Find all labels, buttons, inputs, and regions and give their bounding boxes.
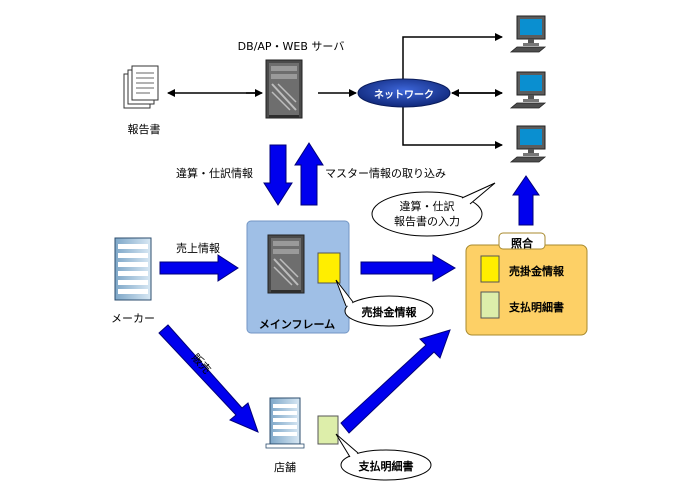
matching-doc-yellow-icon (480, 255, 500, 283)
db-server-icon (265, 59, 303, 119)
pc-middle-icon (510, 71, 546, 109)
store-callout-bubble (340, 449, 432, 481)
down-flow-label: 違算・仕訳情報 (176, 167, 253, 180)
input-callout-bubble (371, 191, 483, 237)
store-doc-icon (317, 415, 339, 445)
maker-building-icon (114, 237, 152, 301)
report-document-icon (123, 65, 159, 109)
up-flow-label: マスター情報の取り込み (325, 167, 446, 180)
mainframe-server-icon (267, 234, 305, 294)
up-arrow-to-server (294, 142, 324, 206)
pc-top-icon (510, 15, 546, 53)
matching-item2-label: 支払明細書 (509, 301, 564, 314)
matching-tab-label: 照合 (511, 237, 533, 250)
server-label: DB/AP・WEB サーバ (237, 40, 345, 53)
up-arrow-to-pc (512, 175, 540, 226)
store-callout-label: 支払明細書 (358, 460, 414, 473)
network-label: ネットワーク (374, 90, 434, 101)
sales-info-arrow (159, 254, 239, 282)
down-arrow-to-mainframe (263, 144, 293, 206)
matching-doc-green-icon (480, 291, 500, 319)
mainframe-to-matching-arrow (360, 254, 456, 282)
network-oval (357, 78, 451, 108)
pc-bottom-icon (510, 125, 546, 163)
hanbai-arrow (158, 324, 259, 433)
maker-label: メーカー (111, 312, 155, 325)
input-callout-label: 違算・仕訳 報告書の入力 (394, 200, 460, 228)
report-label: 報告書 (127, 123, 161, 136)
network-branch-top (402, 33, 503, 80)
mainframe-callout-label: 売掛金情報 (361, 306, 417, 319)
network-branch-bottom (402, 106, 503, 149)
mainframe-label: メインフレーム (258, 318, 336, 331)
mainframe-doc-icon (317, 252, 341, 284)
matching-item1-label: 売掛金情報 (509, 265, 564, 278)
store-to-matching-arrow (340, 329, 451, 434)
sales-info-label: 売上情報 (176, 242, 220, 255)
store-building-icon (265, 397, 305, 449)
store-label: 店舗 (274, 461, 296, 474)
matching-tab (498, 232, 546, 250)
